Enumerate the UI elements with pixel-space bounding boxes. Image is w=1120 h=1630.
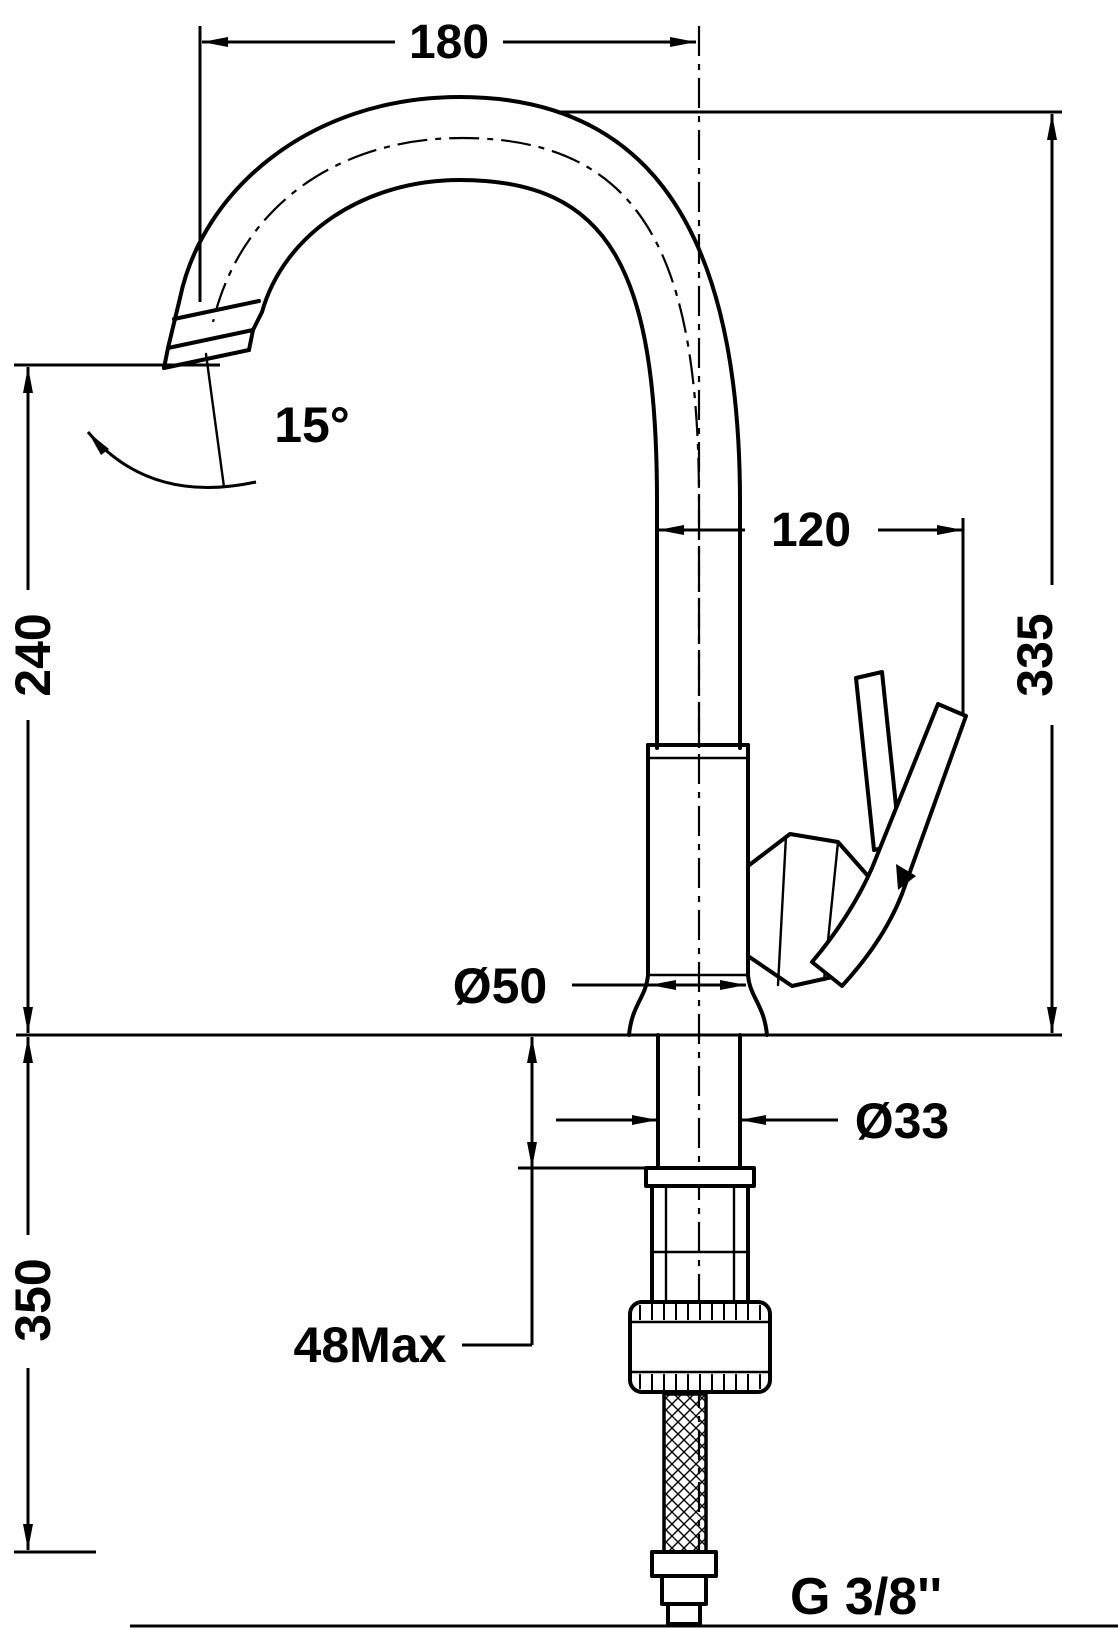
arrowhead-down [527,1142,537,1168]
arrowhead-right [937,525,963,535]
base-flare-left [627,973,650,1037]
arrowhead-right [720,980,746,990]
arrowhead-top [23,1037,33,1063]
handle-lever-blade [810,702,968,988]
arrowhead-bottom [23,1524,33,1550]
spout-tip-band [172,299,261,321]
swivel-angle-label: 15° [274,397,350,453]
dimension-spout-reach: 180 [198,16,696,302]
angle-arc [86,431,257,489]
base-diameter-label: Ø50 [453,958,548,1014]
dimension-outlet-height: 240 [5,363,220,1033]
spout [162,95,742,750]
handle-shadow-accent [896,864,916,890]
dimension-max-deck-thickness: 48Max [294,1037,652,1373]
surfaces [16,1033,1118,1628]
dimension-under-counter-depth: 350 [5,1037,96,1554]
housing-facet-line-1 [776,834,788,987]
knurl-ticks [639,1304,761,1390]
spout-reach-label: 180 [409,16,489,69]
spout-tip-face [166,328,255,350]
arrowhead-right [670,37,696,47]
centerlines [211,26,701,1626]
angle-arc-arrowhead [88,432,109,455]
dimension-total-height: 335 [558,110,1063,1033]
spout-outer-edge [166,95,742,750]
knurled-nut [628,1300,772,1394]
arrowhead-left [202,37,228,47]
arrowhead-left [632,1115,658,1125]
base-flare-right [746,973,769,1037]
under-counter-depth-label: 350 [5,1258,61,1341]
arrowhead-bottom [1047,1007,1057,1033]
handle [746,670,968,988]
arrowhead-right [740,1115,766,1125]
arrowhead-bottom [23,1007,33,1033]
arrowhead-left [650,980,676,990]
connection-thread-label: G 3/8'' [790,1568,942,1626]
angle-indicator: 15° [86,352,350,489]
under-counter-assembly [628,1033,772,1626]
aerator-side-right [247,328,255,352]
handle-reach-label: 120 [771,504,851,557]
shank-diameter-label: Ø33 [855,1093,950,1149]
arrowhead-up [527,1037,537,1063]
arrowhead-top [23,367,33,393]
connection-thread-callout: G 3/8'' [790,1568,942,1626]
outlet-height-label: 240 [5,613,61,696]
dimension-base-diameter: Ø50 [453,958,746,1014]
arrowhead-left [658,525,684,535]
spout-inner-edge [251,178,659,750]
body [627,743,769,1037]
angle-reference-line [204,352,226,489]
hose-end-fitting-upper [650,1550,718,1578]
dimension-handle-reach: 120 [658,504,965,714]
total-height-label: 335 [1007,613,1063,696]
spout-centerline [211,136,701,748]
mounting-flange [644,1166,756,1188]
hose-end-fitting-mid [660,1574,708,1606]
max-deck-thickness-label: 48Max [294,1317,447,1373]
arrowhead-top [1047,114,1057,140]
dimension-shank-diameter: Ø33 [556,1093,949,1149]
hose-end-fitting-stub [666,1602,702,1626]
supply-hose-braided [662,1392,708,1554]
